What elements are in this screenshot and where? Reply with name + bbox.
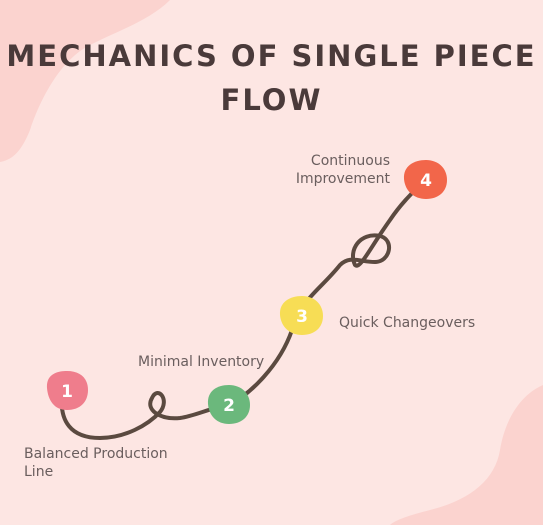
step-1-circle xyxy=(46,371,88,410)
step-4-number: 4 xyxy=(420,171,432,191)
step-3-number: 3 xyxy=(296,307,308,327)
step-1-badge: 1 xyxy=(46,371,88,410)
title-line-1: Mechanics of Single Piece xyxy=(6,39,537,73)
step-4-badge: 4 xyxy=(403,160,447,199)
diagram-title: Mechanics of Single Piece Flow xyxy=(0,34,543,122)
step-3-badge: 3 xyxy=(279,296,323,335)
step-4-circle xyxy=(403,160,447,199)
step-4-label: Continuous Improvement xyxy=(290,152,390,188)
step-2-badge: 2 xyxy=(207,385,250,424)
background-blob-bottom-right xyxy=(390,385,543,525)
step-2-circle xyxy=(207,385,250,424)
step-4-label-line-2: Improvement xyxy=(295,171,390,187)
title-line-2: Flow xyxy=(220,83,323,117)
step-1-number: 1 xyxy=(61,382,73,402)
step-2-number: 2 xyxy=(223,396,235,416)
step-4-label-line-1: Continuous xyxy=(310,153,390,169)
step-1-label: Balanced Production Line xyxy=(24,445,184,481)
step-1-label-line-1: Balanced Production xyxy=(24,446,168,462)
background-blob-top-left xyxy=(0,0,170,162)
step-2-label: Minimal Inventory xyxy=(138,354,265,370)
step-3-label: Quick Changeovers xyxy=(339,315,476,331)
step-1-label-line-2: Line xyxy=(24,464,54,480)
step-3-circle xyxy=(279,296,323,335)
